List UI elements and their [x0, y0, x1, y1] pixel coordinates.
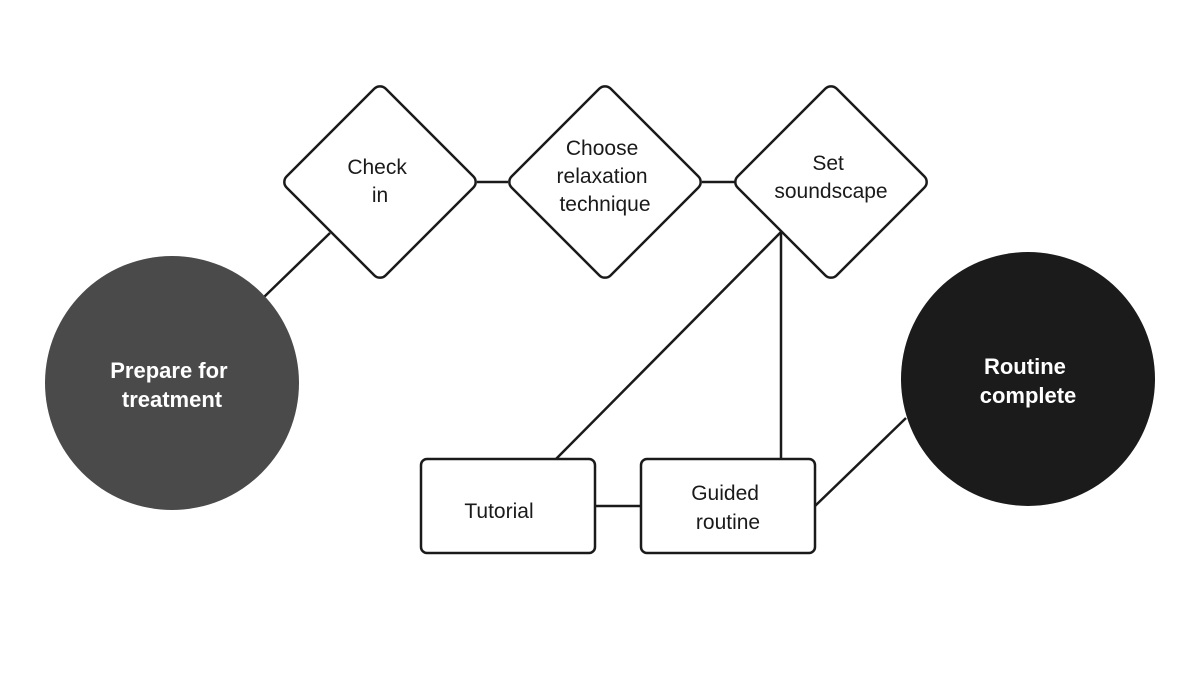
tutorial-label-line-1: Tutorial	[464, 500, 533, 523]
end-node: Routine complete	[901, 252, 1155, 506]
check-in-label-line-1: Check	[347, 156, 407, 179]
choose-technique-diamond	[508, 85, 702, 279]
end-label-line-1: Routine	[984, 354, 1066, 379]
edge-set-soundscape-to-tutorial	[555, 231, 782, 460]
tutorial-box	[419, 457, 597, 555]
check-in-node: Check in	[283, 85, 477, 279]
end-circle	[901, 252, 1155, 506]
choose-technique-label-line-2: relaxation	[557, 165, 648, 188]
choose-technique-node: Choose relaxation technique	[508, 85, 702, 279]
end-label-line-2: complete	[980, 383, 1077, 408]
guided-routine-node: Guided routine	[639, 457, 817, 555]
set-soundscape-label: Set soundscape	[774, 152, 887, 203]
guided-routine-label-line-1: Guided	[691, 482, 759, 505]
set-soundscape-label-line-1: Set	[812, 152, 844, 175]
edge-start-to-check-in	[263, 232, 331, 298]
check-in-label: Check in	[347, 156, 412, 207]
check-in-label-line-2: in	[372, 184, 388, 207]
start-label: Prepare for treatment	[110, 358, 234, 412]
choose-technique-label: Choose relaxation technique	[557, 137, 654, 216]
start-node: Prepare for treatment	[45, 256, 299, 510]
choose-technique-label-line-3: technique	[559, 193, 650, 216]
start-circle	[45, 256, 299, 510]
set-soundscape-node: Set soundscape	[734, 85, 928, 279]
choose-technique-label-line-1: Choose	[566, 137, 638, 160]
guided-routine-box	[639, 457, 817, 555]
set-soundscape-diamond	[734, 85, 928, 279]
start-label-line-2: treatment	[122, 387, 223, 412]
start-label-line-1: Prepare for	[110, 358, 228, 383]
connectors	[263, 180, 907, 508]
guided-routine-label: Guided routine	[691, 482, 765, 534]
edge-guided-routine-to-end	[814, 417, 907, 507]
end-label: Routine complete	[980, 354, 1077, 408]
set-soundscape-label-line-2: soundscape	[774, 180, 887, 203]
guided-routine-label-line-2: routine	[696, 511, 760, 534]
check-in-diamond	[283, 85, 477, 279]
tutorial-label: Tutorial	[464, 500, 533, 523]
tutorial-node: Tutorial	[419, 457, 597, 555]
